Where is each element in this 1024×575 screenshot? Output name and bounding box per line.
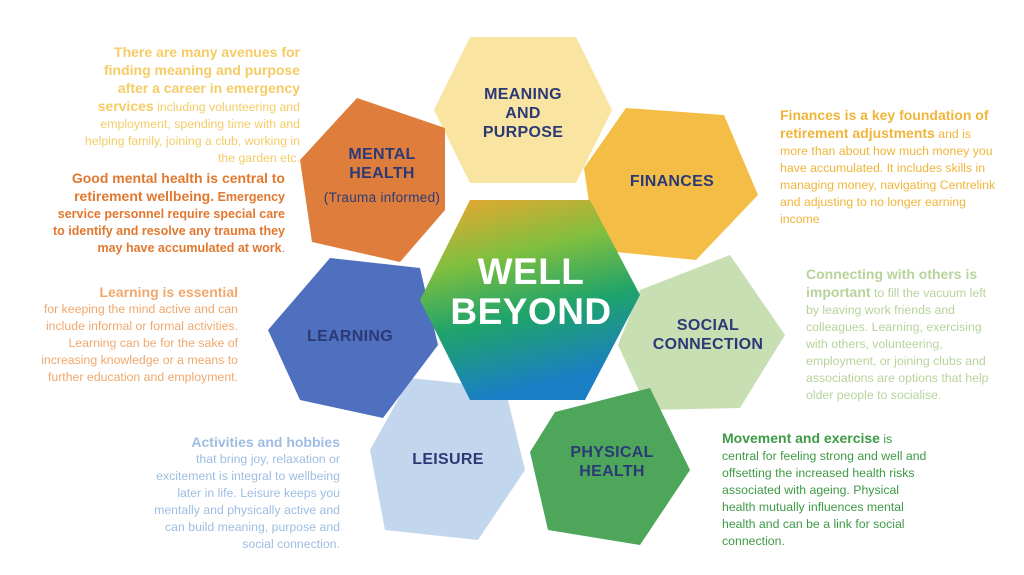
desc-learning-text: for keeping the mind active and can incl…	[41, 302, 238, 384]
desc-leisure-text: that bring joy, relaxation or excitement…	[154, 452, 340, 551]
label-meaning-line1: MEANING	[484, 86, 562, 103]
desc-mental: Good mental health is central to retirem…	[45, 170, 285, 257]
hex-social	[618, 255, 785, 410]
label-finances: FINANCES	[612, 172, 732, 191]
center-title: WELL BEYOND	[426, 252, 636, 332]
desc-learning: Learning is essential for keeping the min…	[28, 284, 238, 386]
desc-learning-bold: Learning is essential	[99, 284, 239, 300]
label-social-line2: CONNECTION	[652, 336, 764, 353]
label-physical-line2: HEALTH	[579, 463, 645, 480]
desc-physical-bold: Movement and exercise	[722, 430, 880, 446]
label-meaning-line2: AND	[505, 105, 541, 122]
desc-leisure-bold: Activities and hobbies	[191, 434, 340, 450]
hex-physical	[530, 388, 690, 545]
label-physical-line1: PHYSICAL	[570, 444, 654, 461]
label-finances-line1: FINANCES	[629, 173, 715, 190]
desc-meaning: There are many avenues for finding meani…	[70, 44, 300, 167]
hex-center	[420, 200, 640, 400]
desc-leisure: Activities and hobbies that bring joy, re…	[135, 434, 340, 553]
label-physical: PHYSICAL HEALTH	[552, 443, 672, 481]
label-learning: LEARNING	[290, 327, 410, 346]
desc-meaning-text: including volunteering and employment, s…	[84, 100, 300, 165]
desc-social: Connecting with others is important to f…	[806, 266, 1002, 404]
label-leisure-line1: LEISURE	[412, 451, 484, 468]
desc-social-text: to fill the vacuum left by leaving work …	[806, 286, 989, 402]
hex-mental	[300, 98, 445, 262]
hex-finances	[584, 108, 758, 260]
label-meaning-line3: PURPOSE	[482, 124, 564, 141]
label-leisure: LEISURE	[388, 450, 508, 469]
desc-mental-bold2: Emergency service personnel require spec…	[52, 190, 285, 255]
desc-finances: Finances is a key foundation of retireme…	[780, 107, 1000, 228]
hex-meaning	[434, 37, 612, 183]
center-title-line1: WELL	[477, 251, 585, 292]
label-mental-line1: MENTAL	[348, 146, 416, 163]
label-meaning: MEANING AND PURPOSE	[463, 85, 583, 142]
label-learning-line1: LEARNING	[307, 328, 393, 345]
desc-finances-bold: Finances is a key foundation of retireme…	[780, 107, 989, 141]
desc-social-bold: Connecting with others is important	[806, 266, 978, 300]
label-mental-sub: (Trauma informed)	[323, 190, 441, 205]
desc-physical: Movement and exercise is central for fee…	[722, 430, 932, 550]
label-social-line1: SOCIAL	[676, 317, 740, 334]
hex-learning	[268, 258, 438, 418]
label-mental: MENTAL HEALTH (Trauma informed)	[322, 145, 442, 206]
desc-finances-text: and is more than about how much money yo…	[780, 127, 996, 226]
desc-physical-text: is central for feeling strong and well a…	[722, 432, 927, 548]
desc-meaning-bold: There are many avenues for finding meani…	[97, 44, 300, 114]
desc-mental-bold: Good mental health is central to retirem…	[71, 170, 285, 204]
label-social: SOCIAL CONNECTION	[642, 316, 774, 354]
hex-leisure	[370, 378, 525, 540]
label-mental-line2: HEALTH	[349, 165, 415, 182]
center-title-line2: BEYOND	[450, 291, 612, 332]
desc-mental-text: .	[281, 241, 285, 255]
